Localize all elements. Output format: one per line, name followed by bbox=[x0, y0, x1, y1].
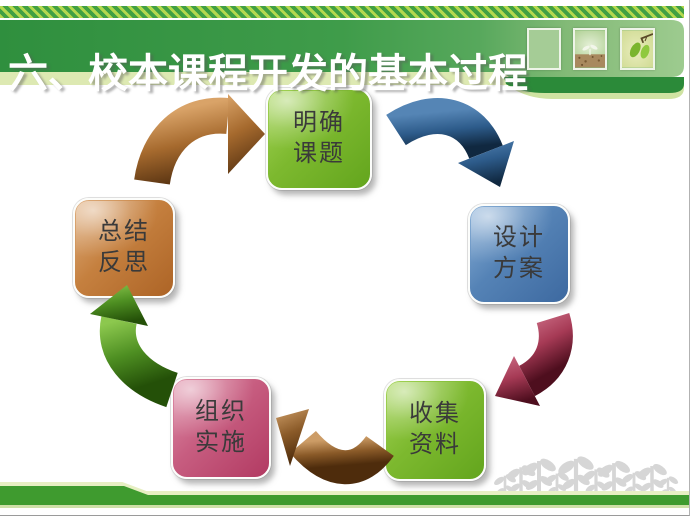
step-label-line: 设计 bbox=[493, 225, 545, 251]
arrow-band bbox=[518, 313, 573, 397]
bottom-decoration bbox=[0, 440, 689, 508]
bottom-bar bbox=[0, 482, 689, 508]
thumbnail-seedling bbox=[573, 28, 607, 70]
step-label-line: 组织 bbox=[195, 399, 247, 425]
step-label-line: 资料 bbox=[409, 432, 461, 458]
header-dark-swoosh bbox=[504, 77, 684, 93]
arrow-head bbox=[228, 94, 265, 174]
header-stripe-band bbox=[0, 6, 684, 18]
step-label-line: 总结 bbox=[98, 219, 150, 245]
step-label-line: 反思 bbox=[98, 250, 150, 276]
bottom-bar-green bbox=[0, 486, 689, 505]
arrow-organize-to-summarize bbox=[90, 285, 179, 408]
arrow-head bbox=[495, 356, 540, 406]
header-pale-band bbox=[0, 72, 520, 85]
arrow-clarify-to-design bbox=[386, 98, 514, 187]
leaf-icon bbox=[622, 30, 653, 68]
cycle-step-clarify-topic: 明确 课题 bbox=[266, 88, 372, 190]
arrow-head bbox=[458, 141, 514, 187]
step-label-line: 课题 bbox=[293, 141, 345, 167]
arrow-summarize-to-clarify bbox=[134, 94, 265, 186]
cycle-step-design-plan: 设计 方案 bbox=[468, 204, 570, 304]
cycle-step-collect-materials: 收集 资料 bbox=[384, 379, 486, 481]
arrow-design-to-collect bbox=[495, 313, 573, 406]
thumbnail-leaves bbox=[620, 28, 655, 70]
step-label-line: 实施 bbox=[195, 430, 247, 456]
arrow-band bbox=[386, 98, 503, 160]
step-label-line: 明确 bbox=[293, 110, 345, 136]
cycle-step-summarize-reflect: 总结 反思 bbox=[73, 198, 175, 298]
bottom-bar-bottom-line bbox=[0, 505, 689, 508]
title-bar-shape bbox=[0, 20, 684, 77]
header-decoration bbox=[0, 20, 684, 99]
bottom-bar-top-line bbox=[0, 482, 689, 495]
thumbnail-plain-green bbox=[527, 28, 561, 70]
cycle-step-organize-implement: 组织 实施 bbox=[171, 377, 271, 479]
arrow-band bbox=[99, 316, 179, 408]
slide-title: 六、校本课程开发的基本过程 bbox=[8, 50, 528, 96]
seedling-icon bbox=[575, 30, 605, 68]
step-label-line: 方案 bbox=[493, 256, 545, 282]
step-label-line: 收集 bbox=[409, 401, 461, 427]
arrow-band bbox=[134, 97, 230, 186]
